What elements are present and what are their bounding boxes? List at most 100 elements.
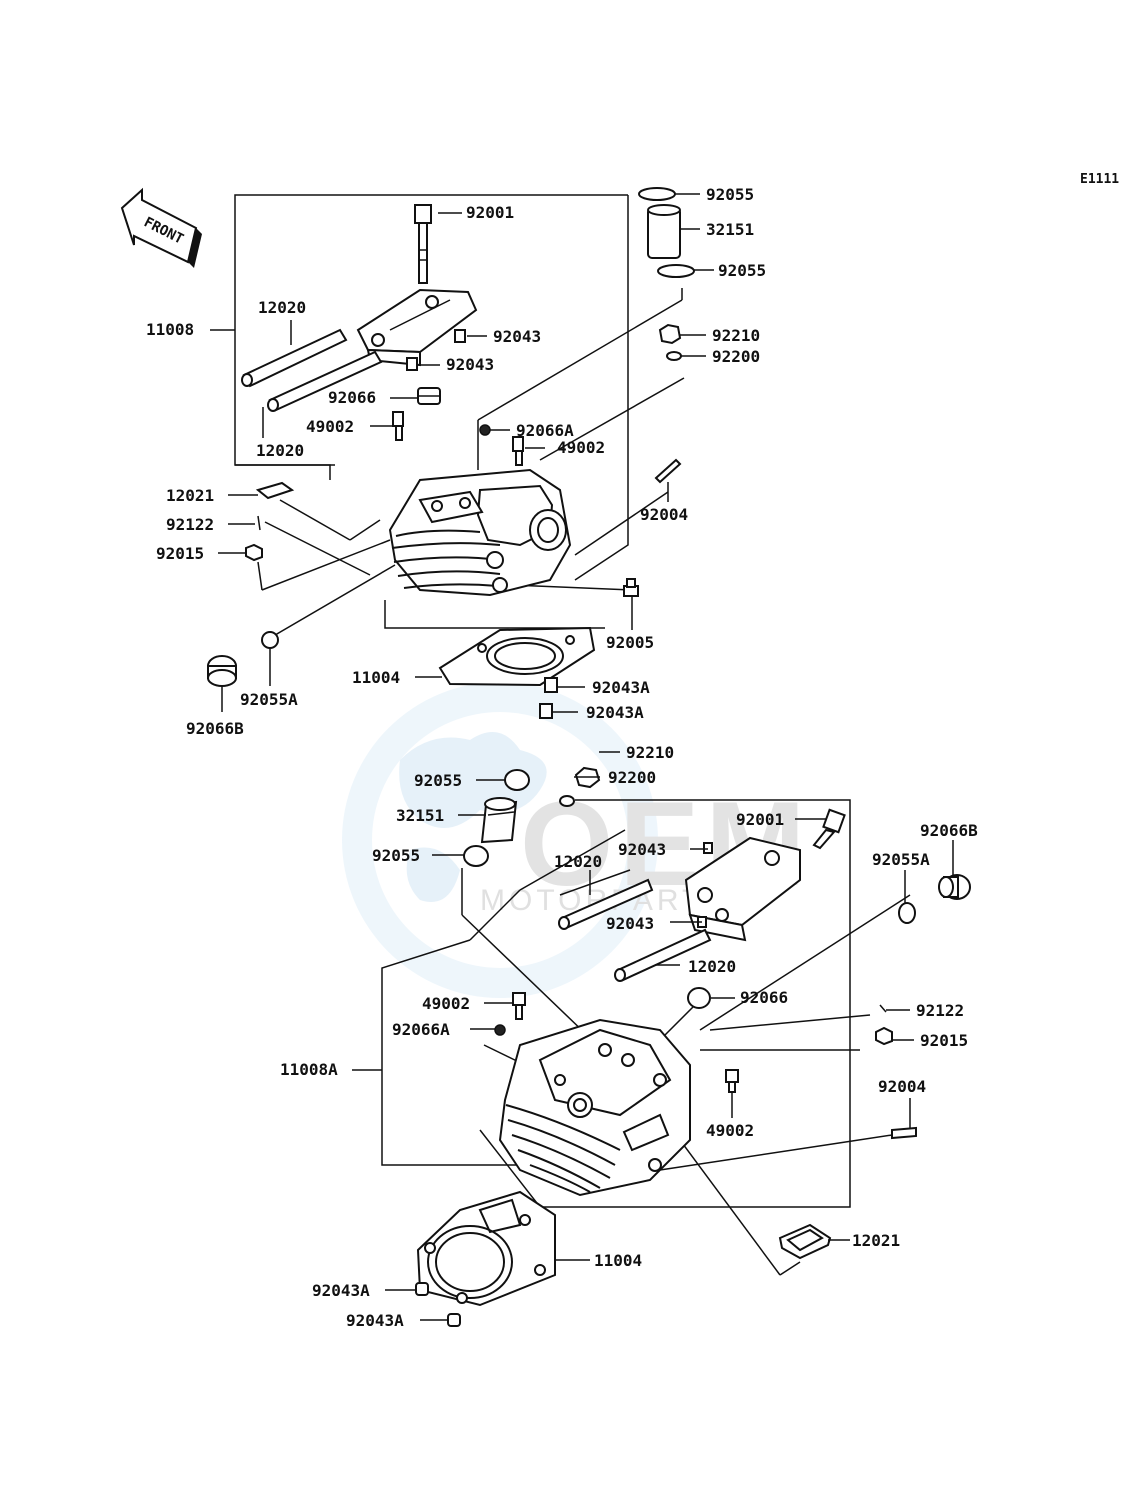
part-label[interactable]: 92043: [618, 840, 667, 859]
fitting-49002-lower-b: [725, 1069, 739, 1093]
washer-92200-lower: [559, 795, 575, 807]
nut-92015-upper: [245, 543, 263, 562]
part-label[interactable]: 49002: [422, 994, 471, 1013]
cover-12021-lower: [778, 1223, 832, 1260]
part-label[interactable]: 12020: [688, 957, 737, 976]
pin-92122-lower: [879, 1004, 887, 1013]
part-label[interactable]: 49002: [557, 438, 606, 457]
part-label[interactable]: 92043: [606, 914, 655, 933]
plug-92066A-lower: [494, 1024, 506, 1036]
shaft-12020-upper-a: [241, 328, 348, 388]
bolt-92001-upper: [414, 204, 432, 284]
bolt-92001-lower: [812, 808, 846, 850]
part-label[interactable]: 92122: [916, 1001, 965, 1020]
dowel-92043A-upper-a: [544, 677, 558, 693]
part-label[interactable]: 92001: [736, 810, 785, 829]
part-label[interactable]: 92005: [606, 633, 655, 652]
part-label[interactable]: 12021: [852, 1231, 901, 1250]
plug-92066B-upper: [207, 655, 237, 687]
fitting-49002-upper-right: [512, 436, 524, 466]
part-label[interactable]: 92043A: [346, 1311, 404, 1330]
oring-92055-mid-a: [504, 769, 530, 791]
stud-92004-lower: [891, 1126, 917, 1140]
part-label[interactable]: 92200: [608, 768, 657, 787]
dowel-92043-lower-a: [703, 842, 713, 854]
oring-92055-mid-b: [463, 845, 489, 867]
nut-92210-upper: [658, 323, 682, 345]
part-label[interactable]: 92055: [718, 261, 767, 280]
stud-92004-upper: [654, 458, 682, 484]
fitting-49002-lower-a: [512, 992, 526, 1020]
bolt-92005: [623, 578, 639, 597]
leader-lines: [218, 193, 954, 1321]
dowel-92043A-lower-a: [415, 1282, 429, 1296]
plug-92066-lower: [687, 987, 711, 1009]
rocker-holder-lower: [684, 836, 801, 942]
dowel-92043A-lower-b: [447, 1313, 461, 1327]
part-label[interactable]: 92043A: [312, 1281, 370, 1300]
part-label[interactable]: 92055: [706, 185, 755, 204]
part-label[interactable]: 92210: [712, 326, 761, 345]
pipe-32151-top: [647, 204, 681, 259]
nut-92015-lower: [875, 1026, 893, 1046]
part-label[interactable]: 12020: [554, 852, 603, 871]
part-label[interactable]: 12020: [256, 441, 305, 460]
pin-92122-upper: [257, 515, 261, 531]
cylinder-head-lower: [498, 1018, 691, 1197]
part-label[interactable]: 92055: [372, 846, 421, 865]
plug-92066B-lower: [938, 874, 971, 900]
shaft-12020-upper-b: [267, 350, 383, 412]
part-label[interactable]: 92055A: [240, 690, 298, 709]
part-label[interactable]: 11008A: [280, 1060, 338, 1079]
part-label[interactable]: 11008: [146, 320, 195, 339]
part-label[interactable]: 92066: [740, 988, 789, 1007]
part-label[interactable]: 92066A: [392, 1020, 450, 1039]
washer-92200-upper: [666, 351, 682, 361]
part-label[interactable]: 92004: [878, 1077, 927, 1096]
part-label[interactable]: 11004: [352, 668, 401, 687]
part-label[interactable]: 92122: [166, 515, 215, 534]
dowel-92043A-upper-b: [539, 703, 553, 719]
plug-92066-upper: [417, 387, 441, 405]
part-label[interactable]: 92043A: [586, 703, 644, 722]
part-label[interactable]: 92066B: [186, 719, 244, 738]
part-label[interactable]: 92004: [640, 505, 689, 524]
cover-12021-upper: [255, 481, 295, 500]
upper-frame-lines: [210, 194, 685, 639]
part-label[interactable]: 49002: [306, 417, 355, 436]
part-label[interactable]: 92001: [466, 203, 515, 222]
part-label[interactable]: 92055A: [872, 850, 930, 869]
part-label[interactable]: 92210: [626, 743, 675, 762]
dowel-92043-upper-a: [454, 329, 466, 343]
part-label[interactable]: 92043A: [592, 678, 650, 697]
part-label[interactable]: 92015: [156, 544, 205, 563]
part-label[interactable]: 32151: [706, 220, 755, 239]
part-label[interactable]: 12020: [258, 298, 307, 317]
part-label[interactable]: 49002: [706, 1121, 755, 1140]
part-label[interactable]: 32151: [396, 806, 445, 825]
pipe-32151-lower: [480, 797, 518, 844]
oring-92055A-lower: [898, 902, 916, 924]
front-arrow-icon: FRONT: [120, 187, 202, 268]
part-label[interactable]: 11004: [594, 1251, 643, 1270]
cylinder-head-upper: [388, 468, 572, 597]
part-label[interactable]: 92200: [712, 347, 761, 366]
part-label[interactable]: 92066A: [516, 421, 574, 440]
gasket-11004-upper: [438, 626, 596, 687]
gasket-11004-lower: [416, 1190, 556, 1307]
diagram-code: E1111: [1080, 172, 1120, 187]
oring-92055-upper-b: [657, 264, 695, 278]
part-label[interactable]: 92066B: [920, 821, 978, 840]
dowel-92043-upper-b: [406, 357, 418, 371]
fitting-49002-upper-left: [392, 411, 404, 441]
plug-92066A-upper: [479, 424, 491, 436]
part-label[interactable]: 92055: [414, 771, 463, 790]
part-label[interactable]: 92043: [493, 327, 542, 346]
part-label[interactable]: 92066: [328, 388, 377, 407]
oring-92055-top: [638, 187, 676, 201]
shaft-12020-lower-a: [558, 878, 654, 930]
part-label[interactable]: 92015: [920, 1031, 969, 1050]
part-label[interactable]: 92043: [446, 355, 495, 374]
part-label[interactable]: 12021: [166, 486, 215, 505]
